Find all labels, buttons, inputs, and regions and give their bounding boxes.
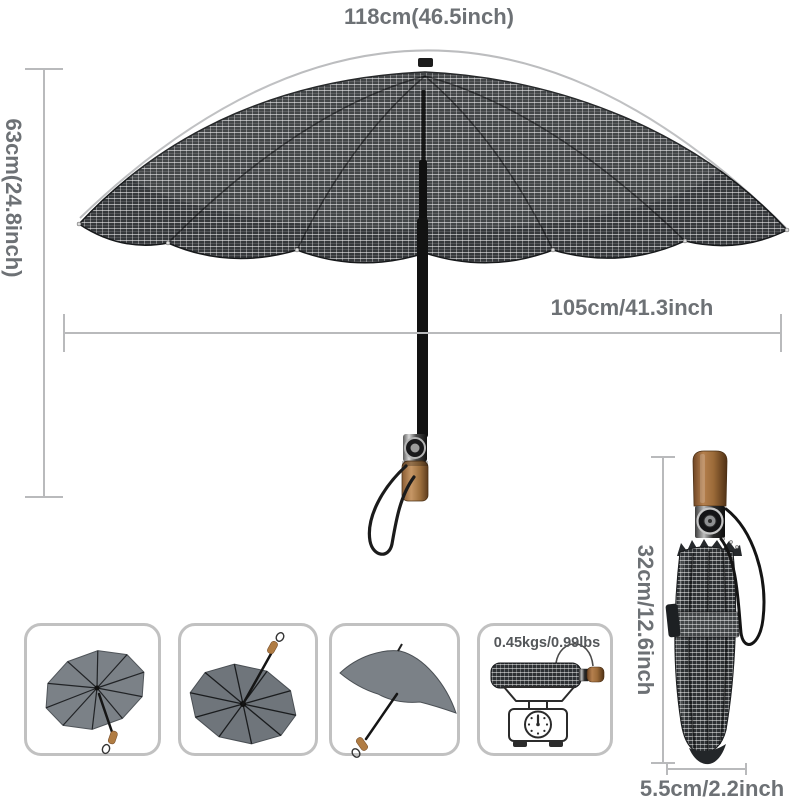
- canopy-width-dimension-label: 105cm/41.3inch: [550, 295, 714, 320]
- folded-collar: [695, 506, 725, 538]
- folded-width-dimension-line: [666, 763, 747, 775]
- velcro-band: [673, 611, 740, 638]
- shaft-upper: [421, 90, 426, 165]
- dimension-cap: [63, 314, 65, 352]
- canopy-width-dimension-line: [63, 314, 782, 352]
- auto-button-center: [410, 443, 420, 453]
- auto-button-icon: [404, 437, 426, 459]
- dimension-cap: [780, 314, 782, 352]
- open-height-dimension-label: 63cm(24.8inch): [1, 118, 26, 278]
- finial: [418, 58, 433, 67]
- folded-auto-button-ring: [703, 514, 717, 528]
- folded-auto-button-icon: [696, 507, 724, 535]
- velcro-band-sheen: [674, 612, 739, 637]
- folded-canopy-ruffle: [677, 539, 742, 556]
- dimension-cap: [25, 496, 63, 498]
- folded-wood-handle: [692, 450, 728, 507]
- folded-canopy-body: [674, 546, 737, 754]
- wood-handle-icon: [401, 460, 429, 502]
- handle-collar: [403, 434, 427, 462]
- shaft-mid: [419, 160, 427, 222]
- umbrella-canopy: [77, 71, 789, 264]
- wrist-strap-icon: [367, 464, 416, 556]
- canopy-arc-dimension-label: 118cm(46.5inch): [344, 4, 514, 29]
- folded-length-dimension-line: [651, 456, 675, 764]
- canopy-arc-measure-curve: [79, 49, 787, 229]
- folded-umbrella-icon: [665, 450, 766, 765]
- folded-rib-tips: [721, 537, 739, 549]
- thumbnail-box-side-view: [329, 623, 460, 756]
- canopy-sheen: [110, 70, 730, 230]
- canopy-seams: [167, 75, 686, 251]
- folded-highlight: [677, 555, 686, 721]
- velcro-tab: [665, 603, 681, 638]
- dimension-cap: [666, 763, 668, 775]
- rib-tips: [76, 221, 790, 256]
- dimension-cap: [651, 762, 675, 764]
- folded-wrist-strap-icon: [719, 507, 766, 646]
- dimension-cap: [651, 456, 675, 458]
- weight-label: 0.45kgs/0.99lbs: [493, 635, 601, 651]
- wood-handle-band: [402, 461, 428, 466]
- open-height-dimension-line: [25, 68, 63, 498]
- folded-canopy-folds: [688, 550, 728, 753]
- folded-width-dimension-label: 5.5cm/2.2inch: [639, 776, 785, 801]
- dimension-cap: [745, 763, 747, 775]
- thumbnail-box-underside-view: [178, 623, 318, 756]
- thumbnail-box-top-view: [24, 623, 161, 756]
- folded-bottom-tip: [689, 744, 726, 765]
- folded-auto-button-dot: [708, 519, 712, 523]
- shaft-icon: [417, 218, 428, 438]
- dimension-cap: [25, 68, 63, 70]
- wood-highlight: [700, 454, 705, 503]
- folded-length-dimension-label: 32cm/12.6inch: [633, 544, 658, 696]
